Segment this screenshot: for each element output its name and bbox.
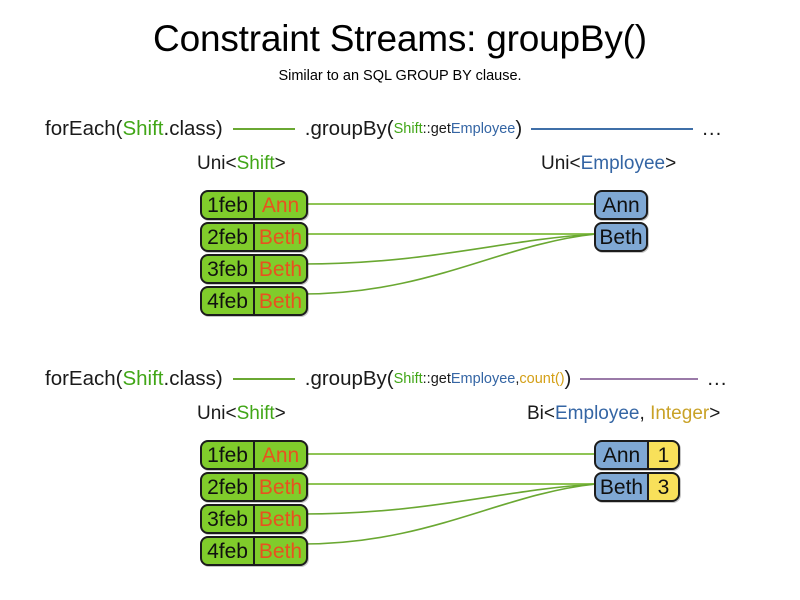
code-line-2: forEach(Shift.class) .groupBy(Shift::get…: [45, 364, 727, 394]
arg-comma-2: ,: [515, 371, 520, 387]
shift-row[interactable]: 3feb Beth: [200, 504, 308, 534]
arg1-prop-1: Employee: [450, 121, 516, 137]
edge2-shift4-beth: [301, 483, 597, 545]
shift-date: 1feb: [200, 190, 254, 220]
group-count: 1: [648, 440, 680, 470]
shift-row[interactable]: 2feb Beth: [200, 472, 308, 502]
right-caption-type1-1: Employee: [580, 153, 666, 174]
shift-employee: Beth: [254, 222, 308, 252]
left-caption-type-1: Shift: [236, 153, 275, 174]
left-caption-1: Uni<Shift>: [197, 153, 286, 175]
left-caption-suffix-1: >: [274, 153, 286, 174]
foreach-type-1: Shift: [122, 117, 164, 140]
shift-row[interactable]: 1feb Ann: [200, 190, 308, 220]
group-list-1: Ann Beth: [594, 190, 648, 254]
foreach-suffix-1: .class): [163, 117, 223, 140]
shift-date: 1feb: [200, 440, 254, 470]
edge-group-2b: [301, 483, 597, 545]
groupby-prefix-1: .groupBy(: [304, 117, 394, 140]
shift-row[interactable]: 1feb Ann: [200, 440, 308, 470]
arg2-count-2: count(): [519, 371, 565, 387]
left-caption-suffix-2: >: [274, 403, 286, 424]
foreach-prefix-1: forEach(: [45, 117, 123, 140]
tail-ellipsis-1: ...: [702, 117, 723, 140]
shift-date: 2feb: [200, 472, 254, 502]
shift-employee: Ann: [254, 190, 308, 220]
shift-employee: Beth: [254, 286, 308, 316]
edge-group-2: [302, 453, 596, 485]
left-caption-prefix-2: Uni<: [197, 403, 237, 424]
right-caption-suffix-2: >: [709, 403, 721, 424]
group-employee: Beth: [594, 472, 648, 502]
group-employee: Ann: [594, 190, 648, 220]
arg1-type-2: Shift: [393, 371, 423, 387]
page-title: Constraint Streams: groupBy(): [153, 18, 647, 59]
connector-blue-1: [531, 128, 694, 130]
shift-employee: Beth: [254, 254, 308, 284]
tail-ellipsis-2: ...: [707, 367, 728, 390]
group-row[interactable]: Ann 1: [594, 440, 680, 470]
left-caption-2: Uni<Shift>: [197, 403, 286, 425]
right-caption-prefix-1: Uni<: [541, 153, 581, 174]
group-list-2: Ann 1 Beth 3: [594, 440, 680, 504]
group-count: 3: [648, 472, 680, 502]
right-caption-1: Uni<Employee>: [541, 153, 676, 175]
shift-row[interactable]: 4feb Beth: [200, 286, 308, 316]
foreach-suffix-2: .class): [163, 367, 223, 390]
right-caption-type1-2: Employee: [555, 403, 640, 424]
group-employee: Beth: [594, 222, 648, 252]
edge-group-1b: [301, 233, 597, 295]
right-caption-type2-2: Integer: [650, 403, 710, 424]
right-caption-suffix-1: >: [665, 153, 677, 174]
shift-row[interactable]: 4feb Beth: [200, 536, 308, 566]
foreach-prefix-2: forEach(: [45, 367, 123, 390]
group-row[interactable]: Beth: [594, 222, 648, 252]
left-caption-type-2: Shift: [236, 403, 275, 424]
shift-date: 3feb: [200, 504, 254, 534]
shift-employee: Beth: [254, 504, 308, 534]
right-caption-2: Bi<Employee, Integer>: [527, 403, 720, 425]
shift-date: 3feb: [200, 254, 254, 284]
arg1-prop-2: Employee: [450, 371, 516, 387]
shift-list-1: 1feb Ann 2feb Beth 3feb Beth 4feb Beth: [200, 190, 308, 318]
connector-green-1: [232, 128, 295, 130]
arg1-sep-2: ::get: [422, 371, 451, 387]
shift-date: 2feb: [200, 222, 254, 252]
shift-employee: Beth: [254, 536, 308, 566]
right-caption-mid-2: ,: [639, 403, 651, 424]
group-row[interactable]: Ann: [594, 190, 648, 220]
groupby-suffix-1: ): [515, 117, 523, 140]
shift-employee: Beth: [254, 472, 308, 502]
connector-purple-2: [580, 378, 699, 380]
arg1-type-1: Shift: [393, 121, 423, 137]
shift-list-2: 1feb Ann 2feb Beth 3feb Beth 4feb Beth: [200, 440, 308, 568]
page-subtitle: Similar to an SQL GROUP BY clause.: [278, 68, 522, 84]
groupby-suffix-2: ): [564, 367, 572, 390]
edge-shift4-beth: [301, 233, 597, 295]
edge-shift3-beth: [301, 233, 597, 265]
shift-date: 4feb: [200, 536, 254, 566]
groupby-prefix-2: .groupBy(: [304, 367, 394, 390]
foreach-type-2: Shift: [122, 367, 164, 390]
edge-group-1: [302, 203, 596, 235]
group-row[interactable]: Beth 3: [594, 472, 680, 502]
right-caption-prefix-2: Bi<: [527, 403, 555, 424]
shift-row[interactable]: 2feb Beth: [200, 222, 308, 252]
edge2-shift3-beth: [301, 483, 597, 515]
shift-row[interactable]: 3feb Beth: [200, 254, 308, 284]
group-employee: Ann: [594, 440, 648, 470]
code-line-1: forEach(Shift.class) .groupBy(Shift::get…: [45, 114, 722, 144]
connector-green-2: [232, 378, 295, 380]
arg1-sep-1: ::get: [422, 121, 451, 137]
shift-date: 4feb: [200, 286, 254, 316]
left-caption-prefix-1: Uni<: [197, 153, 237, 174]
shift-employee: Ann: [254, 440, 308, 470]
